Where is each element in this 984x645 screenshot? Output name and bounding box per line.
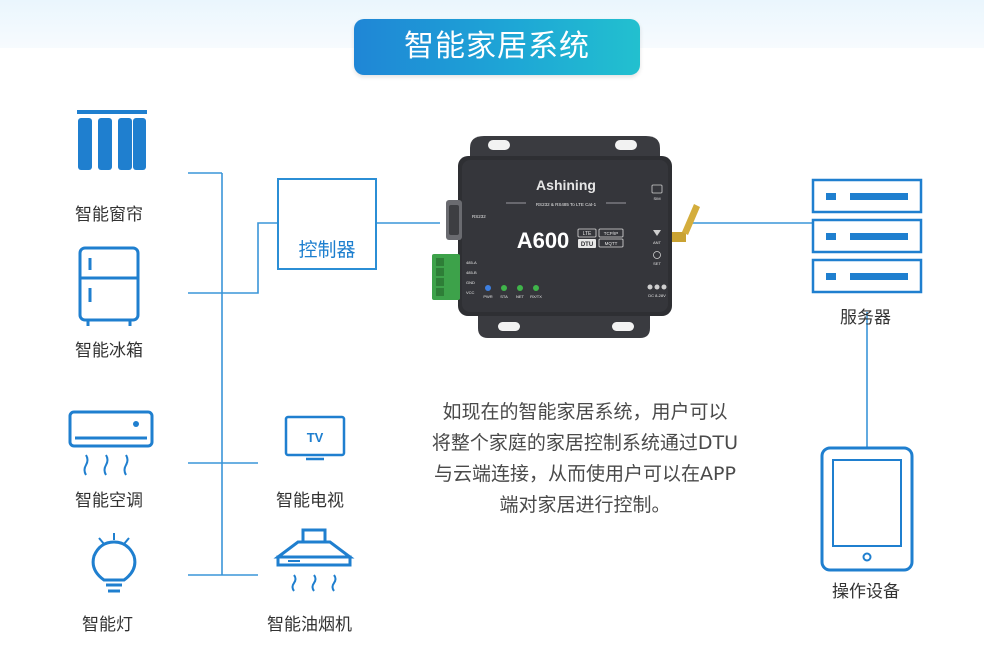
dtu-device-image xyxy=(432,136,700,338)
fridge-icon xyxy=(78,246,140,326)
tv-icon-text: TV xyxy=(307,430,324,445)
dtu-terminal-2: 485-B xyxy=(466,270,477,275)
range-hood-icon xyxy=(273,528,355,592)
curtain-icon xyxy=(77,110,147,170)
controller-label: 控制器 xyxy=(298,239,356,261)
operator-device-label: 操作设备 xyxy=(832,582,900,602)
description-line-2: 将整个家庭的家居控制系统通过DTU xyxy=(431,432,739,454)
dtu-subtitle: RS232 & RS485 To LTE Cat-1 xyxy=(536,202,597,207)
dtu-led-pwr: PWR xyxy=(483,294,492,299)
fridge-label: 智能冰箱 xyxy=(75,341,143,361)
aircon-icon xyxy=(68,410,154,476)
dtu-label-ant: ANT xyxy=(653,240,662,245)
dtu-brand: Ashining xyxy=(536,177,596,193)
description-line-4: 端对家居进行控制。 xyxy=(499,494,671,516)
dtu-led-net: NET xyxy=(516,294,525,299)
range-hood-label: 智能油烟机 xyxy=(267,615,352,635)
controller-box: 控制器 xyxy=(277,178,377,270)
dtu-label-set: SET xyxy=(653,261,661,266)
dtu-terminal-4: VCC xyxy=(466,290,475,295)
tv-icon xyxy=(284,415,346,461)
dtu-led-sta: STA xyxy=(500,294,508,299)
tablet-icon xyxy=(820,446,914,572)
dtu-tag-mqtt: MQTT xyxy=(605,241,618,246)
description-line-3: 与云端连接，从而使用户可以在APP xyxy=(434,463,736,485)
dtu-label-sim: SIM xyxy=(653,196,660,201)
description-text: 如现在的智能家居系统，用户可以 将整个家庭的家居控制系统通过DTU 与云端连接，… xyxy=(395,397,775,521)
lamp-icon xyxy=(91,533,137,593)
page-title: 智能家居系统 xyxy=(354,19,640,75)
line-bus-to-controller xyxy=(222,222,277,294)
dtu-port-label: RS232 xyxy=(472,214,486,219)
dtu-terminal-1: 485-A xyxy=(466,260,477,265)
aircon-label: 智能空调 xyxy=(75,491,143,511)
curtain-label: 智能窗帘 xyxy=(75,205,143,225)
server-label: 服务器 xyxy=(840,308,891,328)
server-icon xyxy=(811,178,923,294)
tv-label: 智能电视 xyxy=(276,491,344,511)
description-line-1: 如现在的智能家居系统，用户可以 xyxy=(442,401,728,423)
dtu-tag-lte: LTE xyxy=(583,231,592,237)
dtu-tag-dtu: DTU xyxy=(581,242,593,248)
dtu-tag-tcpip: TCP/IP xyxy=(604,231,619,236)
server-icon-marks xyxy=(826,193,908,280)
dtu-label-dc: DC 8-28V xyxy=(648,293,666,298)
lamp-label: 智能灯 xyxy=(82,615,133,635)
dtu-terminal-3: GND xyxy=(466,280,475,285)
connection-lines xyxy=(188,172,868,576)
dtu-model: A600 xyxy=(517,228,570,253)
dtu-led-rxtx: RX/TX xyxy=(530,294,542,299)
